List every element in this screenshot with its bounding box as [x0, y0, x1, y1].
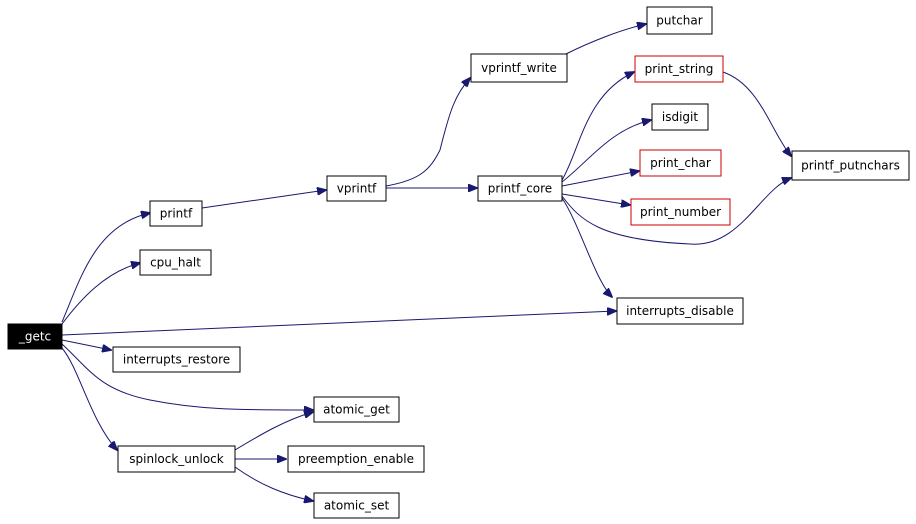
node-printf[interactable]: printf	[149, 200, 203, 227]
node-print-string[interactable]: print_string	[634, 55, 724, 83]
node-print-number[interactable]: print_number	[630, 198, 731, 226]
node-label: preemption_enable	[298, 452, 414, 466]
node-label: cpu_halt	[150, 256, 201, 270]
edge-printf_core-print_number	[561, 193, 630, 205]
edge-vprintf_write-putchar	[565, 24, 646, 55]
node-cpu-halt[interactable]: cpu_halt	[139, 249, 212, 276]
node-label: atomic_get	[323, 403, 390, 417]
edge-getc-interrupts_restore	[61, 339, 111, 350]
edge-getc-spinlock_unlock	[61, 347, 117, 450]
node-printf-putnchars[interactable]: printf_putnchars	[791, 150, 910, 181]
node-label: _getc	[18, 330, 51, 344]
node-atomic-set[interactable]: atomic_set	[313, 492, 400, 519]
node-interrupts-restore[interactable]: interrupts_restore	[112, 346, 241, 373]
node-vprintf-write[interactable]: vprintf_write	[470, 53, 568, 83]
node-putchar[interactable]: putchar	[646, 6, 713, 35]
node-label: interrupts_disable	[626, 304, 734, 318]
edges	[61, 24, 791, 501]
edge-getc-cpu_halt	[61, 263, 140, 325]
node-label: printf_putnchars	[801, 159, 900, 173]
node-print-char[interactable]: print_char	[639, 149, 722, 177]
node-label: spinlock_unlock	[129, 452, 224, 466]
node-atomic-get[interactable]: atomic_get	[313, 396, 400, 423]
node-getc[interactable]: _getc	[7, 323, 63, 350]
edge-printf_core-printf_putnchars	[561, 178, 791, 245]
node-label: print_number	[640, 205, 721, 219]
node-isdigit[interactable]: isdigit	[651, 103, 709, 131]
node-printf-core[interactable]: printf_core	[477, 175, 563, 202]
edge-printf_core-print_char	[561, 171, 639, 187]
node-preemption-enable[interactable]: preemption_enable	[287, 445, 425, 473]
edge-getc-printf	[61, 213, 150, 323]
node-label: putchar	[656, 14, 702, 28]
edge-getc-interrupts_disable	[61, 311, 616, 336]
edge-spinlock_unlock-atomic_get	[234, 412, 313, 451]
node-spinlock-unlock[interactable]: spinlock_unlock	[117, 445, 236, 473]
edge-spinlock_unlock-atomic_set	[234, 466, 313, 501]
edge-vprintf-vprintf_write	[385, 78, 470, 187]
node-interrupts-disable[interactable]: interrupts_disable	[616, 297, 744, 325]
node-label: vprintf_write	[481, 61, 557, 75]
node-label: printf_core	[488, 182, 552, 196]
node-label: isdigit	[662, 110, 698, 124]
edge-getc-atomic_get	[61, 343, 313, 410]
node-vprintf[interactable]: vprintf	[326, 175, 387, 202]
edge-printf_core-isdigit	[561, 120, 651, 183]
edge-printf_core-print_string	[561, 72, 634, 181]
node-label: vprintf	[337, 182, 377, 196]
node-label: print_string	[645, 62, 714, 76]
node-label: atomic_set	[324, 499, 390, 513]
node-label: interrupts_restore	[123, 353, 230, 367]
edge-printf_core-interrupts_disable	[561, 197, 612, 297]
edge-printf-vprintf	[201, 190, 326, 209]
node-label: printf	[160, 207, 193, 221]
edge-print_string-printf_putnchars	[722, 71, 791, 156]
node-label: print_char	[650, 156, 711, 170]
